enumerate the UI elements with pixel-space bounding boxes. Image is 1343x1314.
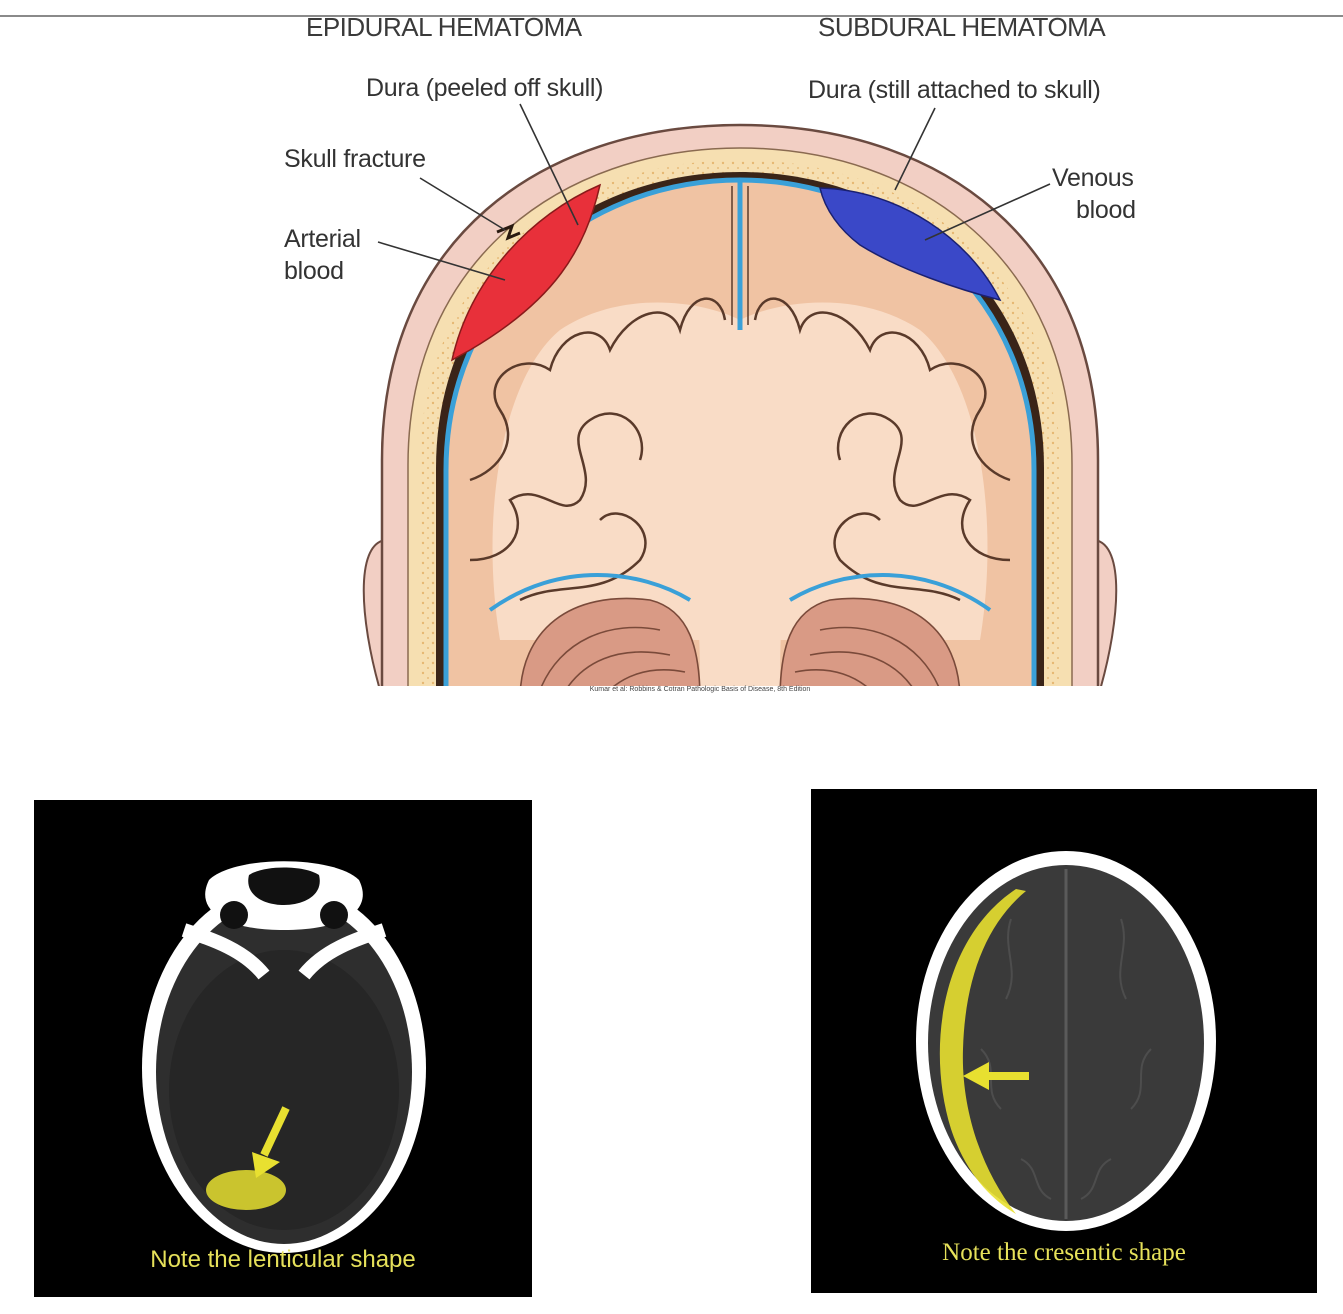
cerebellum xyxy=(519,597,961,686)
gyri-left-2 xyxy=(469,412,644,562)
gyri-right-2 xyxy=(836,412,1011,562)
image-credit: Kumar et al: Robbins & Cotran Pathologic… xyxy=(589,686,811,693)
ct-epidural-image xyxy=(142,861,426,1253)
leader-venous-blood xyxy=(924,183,1051,241)
temporal-right xyxy=(833,512,961,602)
heading-epidural-hematoma: EPIDURAL HEMATOMA xyxy=(306,12,582,42)
top-divider xyxy=(0,15,1343,17)
gyri-left xyxy=(469,297,727,482)
arrow-epidural xyxy=(252,1106,290,1178)
epidural-lenticular-highlight xyxy=(206,1170,286,1210)
arterial-blood-hematoma xyxy=(450,183,602,362)
label-arterial-blood: blood xyxy=(284,257,344,285)
subdural-crescent-highlight xyxy=(939,889,1026,1214)
label-venous: Venous xyxy=(1052,164,1134,192)
leader-dura-peeled xyxy=(519,103,579,226)
leader-skull-fracture xyxy=(419,177,506,231)
midline-fissure-edge xyxy=(731,186,749,325)
brainstem xyxy=(690,560,790,686)
tentorium xyxy=(488,573,992,612)
ct-scan-subdural: Note the cresentic shape xyxy=(811,789,1317,1293)
leader-arterial-blood xyxy=(377,241,506,281)
label-arterial: Arterial xyxy=(284,225,361,253)
label-skull-fracture: Skull fracture xyxy=(284,145,426,173)
temporal-left xyxy=(519,512,647,602)
leader-dura-attached xyxy=(894,107,936,191)
caption-epidural: Note the lenticular shape xyxy=(150,1246,416,1273)
ct-subdural-image xyxy=(916,851,1216,1231)
label-dura-attached: Dura (still attached to skull) xyxy=(808,76,1101,104)
arrow-subdural xyxy=(963,1062,1029,1090)
white-matter xyxy=(492,302,988,640)
label-venous-blood: blood xyxy=(1076,196,1136,224)
caption-subdural: Note the cresentic shape xyxy=(942,1239,1186,1266)
ct-scan-epidural: Note the lenticular shape xyxy=(34,800,532,1297)
gyri-right xyxy=(753,297,1011,482)
heading-subdural-hematoma: SUBDURAL HEMATOMA xyxy=(818,12,1106,42)
brain-coronal-diagram xyxy=(362,103,1118,686)
venous-blood-hematoma xyxy=(819,187,1002,302)
label-dura-peeled: Dura (peeled off skull) xyxy=(366,74,604,102)
